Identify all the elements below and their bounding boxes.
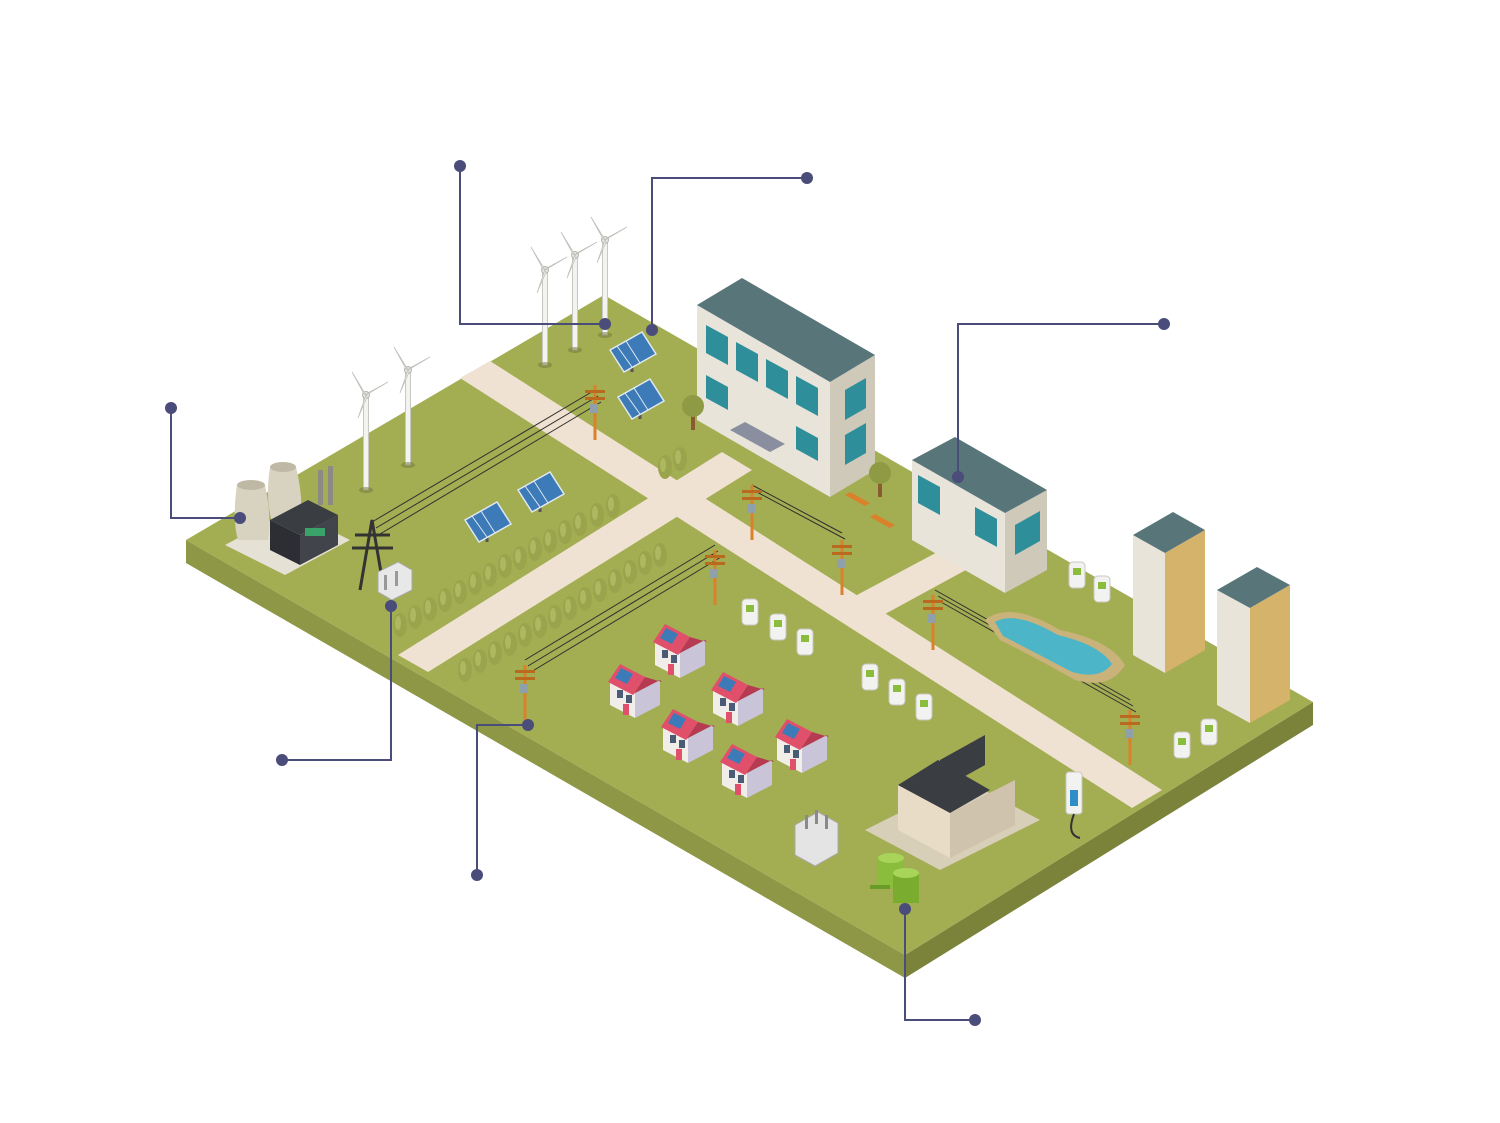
detached-house-icon [865, 735, 1040, 870]
barrel-icon [870, 853, 919, 903]
benches [845, 492, 895, 528]
apartment-towers [1133, 512, 1290, 723]
pond-icon [985, 612, 1125, 683]
callout-wind-turbines [454, 160, 611, 330]
road-network [398, 361, 1162, 808]
office-building-small [912, 437, 1047, 593]
ev-charger-group [741, 561, 1218, 839]
callout-power-plant [165, 402, 246, 524]
office-building-icon [697, 278, 875, 497]
callout-distribution-line [471, 719, 534, 881]
power-plant-icon [225, 462, 350, 575]
fast-charger-icon [1065, 771, 1083, 839]
callout-office-building [952, 318, 1170, 483]
callout-solar-panels [646, 172, 813, 336]
callout-bio-fuel-storage [899, 903, 981, 1026]
transformer-icon [377, 561, 413, 601]
callout-substation-transformer [276, 600, 397, 766]
distribution-transformer-icon [794, 810, 839, 867]
transmission-tower-icon [352, 519, 393, 591]
